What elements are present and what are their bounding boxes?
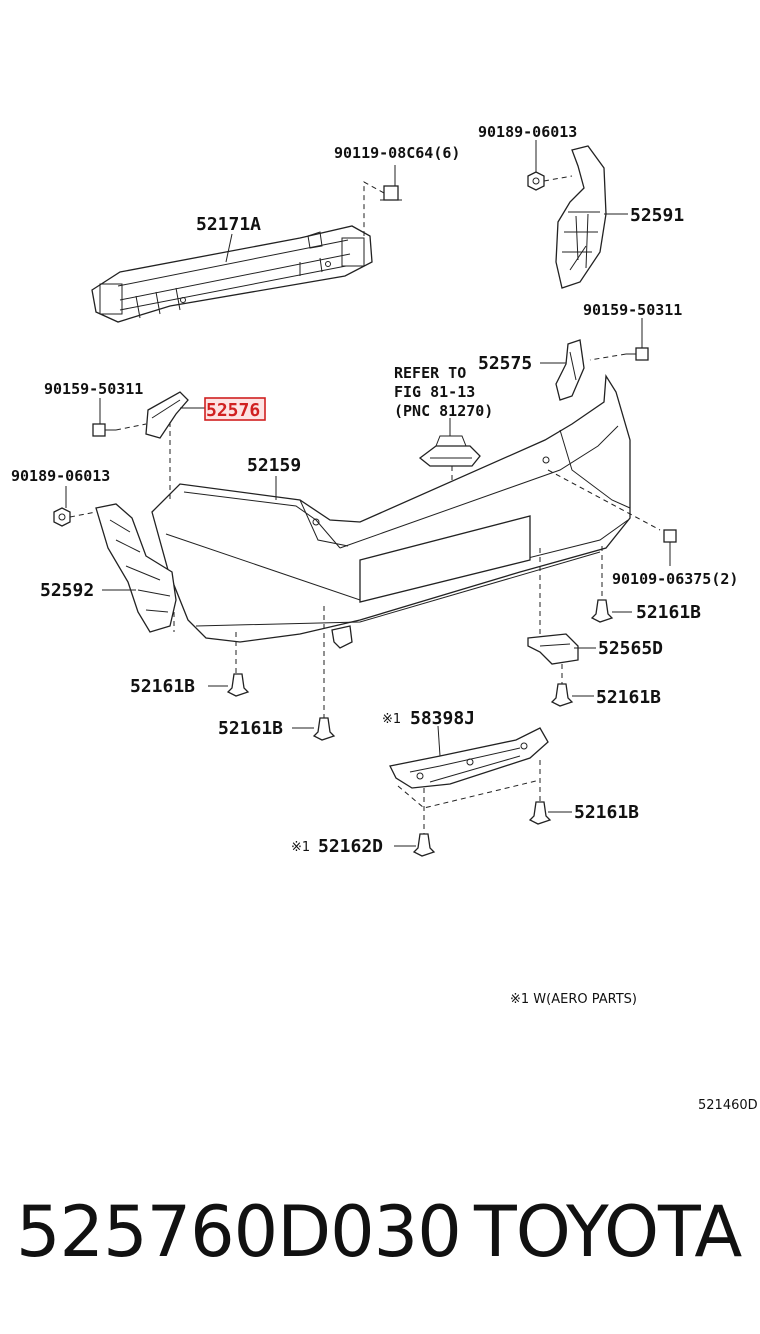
bracket-right-upper (555, 145, 607, 289)
clip-icon (590, 546, 614, 623)
nut-icon (53, 507, 71, 527)
footnote: ※1 W(AERO PARTS) (510, 992, 637, 1007)
clip-icon (226, 632, 250, 697)
label-52161b-c: 52161B (218, 718, 283, 739)
label-52565d: 52565D (598, 638, 663, 659)
clip-icon (312, 606, 336, 741)
spacer-right (555, 339, 585, 401)
label-90159-left: 90159-50311 (44, 380, 143, 398)
label-52161b-r2: 52161B (596, 687, 661, 708)
license-light (418, 435, 481, 467)
label-58398j: 58398J (410, 708, 475, 729)
label-52161b-r3: 52161B (574, 802, 639, 823)
clip-icon (550, 664, 574, 707)
label-refer-2: FIG 81-13 (394, 383, 475, 401)
label-52592: 52592 (40, 580, 94, 601)
label-90159-right: 90159-50311 (583, 301, 682, 319)
label-52576: 52576 (206, 400, 260, 421)
label-52162d: 52162D (318, 836, 383, 857)
bolt-icon (626, 347, 649, 361)
nut-icon (527, 171, 545, 191)
label-90109: 90109-06375(2) (612, 570, 738, 588)
bumper-cover (151, 373, 631, 649)
label-90189-left: 90189-06013 (11, 467, 110, 485)
label-52159: 52159 (247, 455, 301, 476)
bolt-icon (92, 423, 116, 437)
label-52575: 52575 (478, 353, 532, 374)
retainer-icon (527, 633, 579, 665)
part-number: 525760D030 (16, 1191, 462, 1273)
brand-name: TOYOTA (474, 1191, 742, 1273)
diagram-code: 521460D (698, 1098, 758, 1113)
label-refer-1: REFER TO (394, 364, 466, 382)
label-aero-mark-1: ※1 (382, 712, 401, 727)
clip-icon (528, 760, 552, 825)
bolt-icon (380, 185, 402, 201)
label-90119: 90119-08C64(6) (334, 144, 460, 162)
spacer-left (145, 391, 189, 439)
label-refer-3: (PNC 81270) (394, 402, 493, 420)
highlight-box (204, 397, 266, 421)
bumper-reinforcement (91, 225, 373, 323)
label-52161b-r1: 52161B (636, 602, 701, 623)
label-52171a: 52171A (196, 214, 261, 235)
label-52161b-l1: 52161B (130, 676, 195, 697)
label-aero-mark-2: ※1 (291, 840, 310, 855)
label-90189-top: 90189-06013 (478, 123, 577, 141)
bracket-left (95, 503, 177, 633)
clip-icon (412, 788, 436, 857)
aero-undercover (389, 727, 549, 789)
label-52591: 52591 (630, 205, 684, 226)
